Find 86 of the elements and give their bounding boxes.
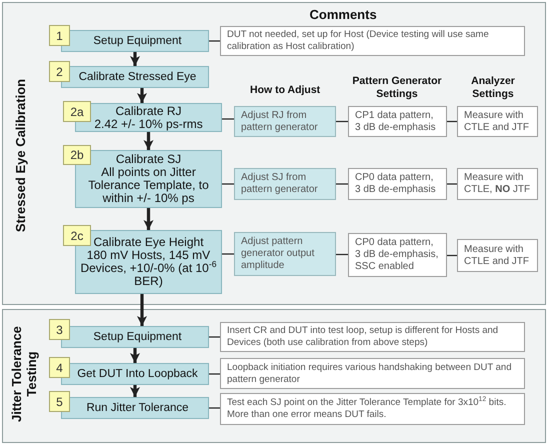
connector-line <box>222 253 234 255</box>
arrow <box>137 88 147 103</box>
step-number-badge <box>49 357 70 378</box>
step-number-badge <box>49 319 70 340</box>
comment-box <box>220 358 525 389</box>
settings-text: Measure with CTLE and JTF <box>464 244 530 268</box>
column-header: Pattern Generator Settings <box>351 75 443 101</box>
settings-text: CP1 data pattern, 3 dB de-emphasis <box>355 110 437 134</box>
connector-line <box>222 118 234 120</box>
settings-text: CP0 data pattern, 3 dB de-emphasis <box>355 172 437 196</box>
section-title: Stressed Eye Calibration <box>12 78 28 232</box>
arrow <box>144 208 154 230</box>
section-title: Jitter Tolerance Testing <box>9 325 39 424</box>
step-number: 2a <box>70 104 84 118</box>
settings-box <box>348 168 447 200</box>
settings-box <box>457 239 538 272</box>
step-number-badge <box>49 391 70 412</box>
step-number: 2b <box>70 148 84 162</box>
settings-box <box>348 233 447 277</box>
settings-text: Measure with CTLE and JTF <box>464 110 530 134</box>
step-title: Calibrate Eye Height <box>93 236 204 249</box>
adjust-text: Adjust pattern generator output amplitude <box>241 236 316 272</box>
comment-box <box>220 26 525 56</box>
connector-line <box>447 183 457 185</box>
connector-line <box>222 183 234 185</box>
adjust-box <box>234 168 336 200</box>
connector-line <box>447 120 457 122</box>
arrow <box>130 348 140 363</box>
comment-box <box>220 322 525 352</box>
section-panel <box>2 309 546 443</box>
step-detail: 180 mV Hosts, 145 mV Devices, +10/-0% (at 10$^{-6}$ BER) <box>80 249 217 288</box>
step-detail: All points on Jitter Tolerance Template, to within +/- 10% ps <box>87 166 210 205</box>
arrow <box>130 385 140 397</box>
step-title: Calibrate Stressed Eye <box>78 70 196 84</box>
step-title: Run Jitter Tolerance <box>86 402 189 414</box>
connector-line <box>209 407 220 409</box>
section-panel <box>2 2 546 305</box>
adjust-box <box>234 106 336 137</box>
comment-text: Insert CR and DUT into test loop, setup is different for Hosts and Devices (both use calibration from above steps) <box>227 325 500 349</box>
step-number: 1 <box>56 28 63 42</box>
step-number-badge <box>49 61 70 82</box>
process-box <box>61 326 209 348</box>
step-number-badge <box>63 145 91 165</box>
connector-line <box>336 120 348 122</box>
adjust-text: Adjust RJ from pattern generator <box>241 110 319 134</box>
settings-box <box>457 106 538 137</box>
comment-box <box>220 393 525 425</box>
comment-text: Loopback initiation requires various handshaking between DUT and pattern generator <box>227 362 512 386</box>
step-number: 2 <box>56 64 63 78</box>
column-header: Analyzer Settings <box>470 75 516 101</box>
step-title: Calibrate RJ <box>115 104 182 118</box>
step-number-badge <box>49 25 70 46</box>
step-title: Calibrate SJ <box>116 153 182 166</box>
step-detail: 2.42 +/- 10% ps-rms <box>94 118 203 130</box>
step-number: 2c <box>70 228 84 242</box>
settings-box <box>348 106 447 137</box>
process-box <box>61 66 209 88</box>
connector-line <box>447 254 457 256</box>
step-number: 4 <box>56 360 63 374</box>
step-number-badge <box>63 225 91 246</box>
step-title: Setup Equipment <box>93 34 182 48</box>
step-title: Get DUT Into Loopback <box>77 368 198 380</box>
process-box <box>61 30 209 52</box>
step-title: Setup Equipment <box>93 330 182 344</box>
connector-line <box>209 40 220 42</box>
step-number-badge <box>63 101 91 122</box>
process-box <box>61 363 209 385</box>
adjust-box <box>234 232 336 276</box>
arrow <box>130 52 140 66</box>
process-box <box>61 397 209 419</box>
comment-text: Test each SJ point on the Jitter Tolerance Template for 3x10$^{12}$ bits. More than one error means DUT fails. <box>227 397 508 421</box>
column-header: Comments <box>310 8 377 20</box>
connector-line <box>336 183 348 185</box>
connector-line <box>209 373 220 375</box>
comment-text: DUT not needed, set up for Host (Device testing will use same calibration as Host calibration) <box>227 29 490 53</box>
connector-line <box>336 254 348 256</box>
adjust-text: Adjust SJ from pattern generator <box>241 172 319 196</box>
settings-text: CP0 data pattern, 3 dB de-emphasis, SSC enabled <box>355 237 440 273</box>
step-number: 5 <box>56 394 63 408</box>
arrow <box>144 132 154 150</box>
settings-box <box>457 168 538 200</box>
arrow <box>137 294 147 326</box>
step-number: 3 <box>56 322 63 336</box>
settings-text: Measure with CTLE, NO JTF <box>464 172 531 196</box>
column-header: How to Adjust <box>250 84 320 96</box>
connector-line <box>209 336 220 338</box>
